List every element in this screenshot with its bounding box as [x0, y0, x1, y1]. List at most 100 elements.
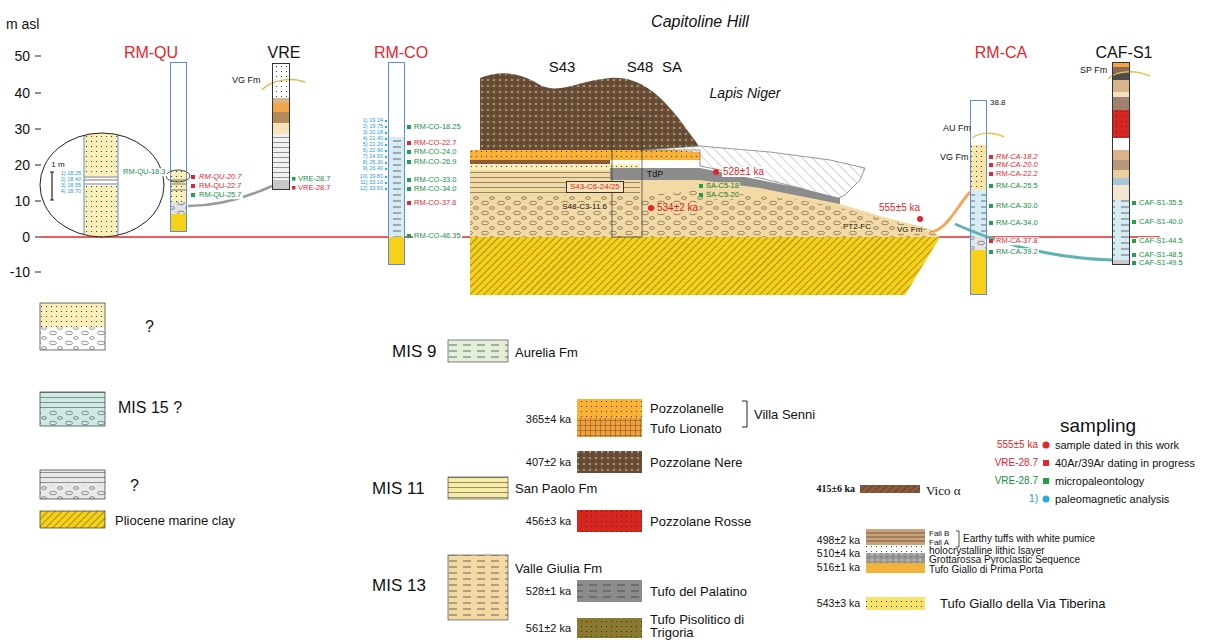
sample-label: RM-CO-24.0	[413, 148, 458, 156]
paleomag-label: 12) 33.50	[360, 186, 383, 192]
legend-swatch	[1043, 460, 1049, 466]
paleomag-label: 3) 18.55	[61, 183, 81, 189]
column-layer	[1112, 110, 1130, 138]
swatch-pattern	[577, 510, 642, 532]
legend-swatch	[448, 555, 508, 620]
dated-sample-dot	[713, 169, 719, 175]
legend-outline	[40, 303, 105, 350]
sample-marker	[699, 184, 703, 188]
column-layer	[1112, 185, 1130, 200]
legend-pattern	[40, 327, 105, 350]
sample-label: RM-CO-18.25	[413, 123, 462, 131]
legend-pattern	[40, 485, 105, 499]
sample-marker	[989, 163, 993, 167]
column-layer	[1112, 160, 1130, 170]
sample-label: RM-QU-20.7	[198, 173, 243, 181]
column-layer	[272, 134, 290, 180]
sample-label: RM-CA-37.8	[995, 237, 1039, 245]
annotation: Fall B	[929, 530, 949, 538]
mis-label: MIS 13	[372, 577, 426, 594]
legend-text: Tufo Lionato	[650, 422, 722, 435]
legend-swatch	[577, 451, 642, 473]
sample-marker	[407, 234, 411, 238]
sample-label: RM-CA-39.2	[995, 248, 1039, 256]
inset-column-edge	[84, 120, 118, 250]
legend-swatch	[577, 418, 642, 437]
legend-swatch	[448, 477, 508, 499]
axis-label: m asl	[6, 17, 39, 31]
sample-label: RM-CO-37.6	[413, 199, 458, 207]
paleomag-label: 1) 18.25	[61, 171, 81, 177]
legend-pattern	[866, 545, 925, 553]
sample-label: CAF-S1-44.5	[1138, 237, 1184, 245]
inset-layer	[84, 186, 118, 242]
column-layer	[170, 62, 187, 170]
pozzolane-nere-layer	[480, 73, 700, 150]
sample-marker	[989, 204, 993, 208]
legend-text: MIS 15 ?	[118, 400, 182, 416]
sample-label: S48-C3-11.6	[561, 203, 608, 211]
column-layer	[1112, 138, 1130, 150]
pozzolane-nere-layer	[480, 73, 700, 150]
legend-example: VRE-28.7	[995, 458, 1038, 468]
legend-text: Tufo Giallo di Prima Porta	[929, 565, 1043, 575]
axis-label: 20	[14, 158, 30, 172]
legend-text: Pozzolanelle	[650, 402, 724, 415]
column-layer	[1112, 80, 1130, 92]
formation-label: VG Fm	[940, 153, 969, 162]
age-label: 510±4 ka	[817, 548, 860, 559]
legend-pattern	[40, 470, 105, 485]
legend-text: Pozzolane Rosse	[650, 515, 751, 528]
inset-layer	[84, 186, 118, 242]
scale-bar	[50, 172, 54, 200]
borehole-label: S43	[549, 59, 576, 74]
legend-pattern	[40, 470, 105, 485]
paleomag-dot	[385, 182, 387, 184]
borehole-label: SA	[662, 59, 682, 74]
axis-label: -10	[10, 265, 30, 279]
paleomag-dot	[385, 156, 387, 158]
valle-giulia-layer	[470, 190, 940, 237]
sample-marker	[1132, 253, 1136, 257]
mis-label: MIS 11	[372, 480, 425, 497]
borehole-column: CAF-S1	[1112, 62, 1130, 265]
paleomag-label: 3) 20.18	[363, 130, 383, 136]
borehole-title: RM-CA	[975, 45, 1027, 61]
legend-swatch	[1043, 478, 1049, 484]
legend-text: San Paolo Fm	[515, 482, 597, 495]
sample-label: VRE-28.7	[297, 175, 332, 183]
paleomag-dot	[385, 144, 387, 146]
legend-text: Pliocene marine clay	[115, 514, 235, 527]
column-layer	[970, 236, 987, 250]
legend-text: Aurelia Fm	[515, 346, 578, 359]
axis-label: 0	[22, 230, 30, 244]
legend-pattern	[40, 511, 105, 528]
legend-swatch	[1043, 442, 1050, 449]
swatch-pattern	[860, 485, 920, 493]
age-label: 516±1 ka	[817, 562, 860, 573]
pliocene-clay	[470, 237, 940, 295]
paleomag-dot	[385, 132, 387, 134]
age-label: 543±3 ka	[817, 598, 860, 609]
sample-label: RM-CO-46.35	[413, 232, 462, 240]
column-layer	[1112, 200, 1130, 260]
sample-label: RM-CO-22.7	[413, 139, 458, 147]
sample-code: S43-C6-24/25	[570, 183, 620, 191]
legend-swatch	[577, 580, 642, 602]
unit-label: TdP	[646, 170, 665, 179]
legend-pattern	[40, 511, 105, 528]
paleomag-dot	[385, 176, 387, 178]
legend-swatch	[866, 597, 925, 610]
age-label: 407±2 ka	[526, 457, 571, 468]
sample-marker	[989, 172, 993, 176]
palatino-layer	[610, 168, 840, 204]
sample-marker	[407, 141, 411, 145]
sample-marker	[292, 177, 296, 181]
swatch-pattern	[577, 451, 642, 473]
sample-marker	[1132, 220, 1136, 224]
column-layer	[272, 134, 290, 180]
sample-label: RM-CA-30.0	[995, 202, 1039, 210]
column-layer	[1112, 110, 1130, 138]
